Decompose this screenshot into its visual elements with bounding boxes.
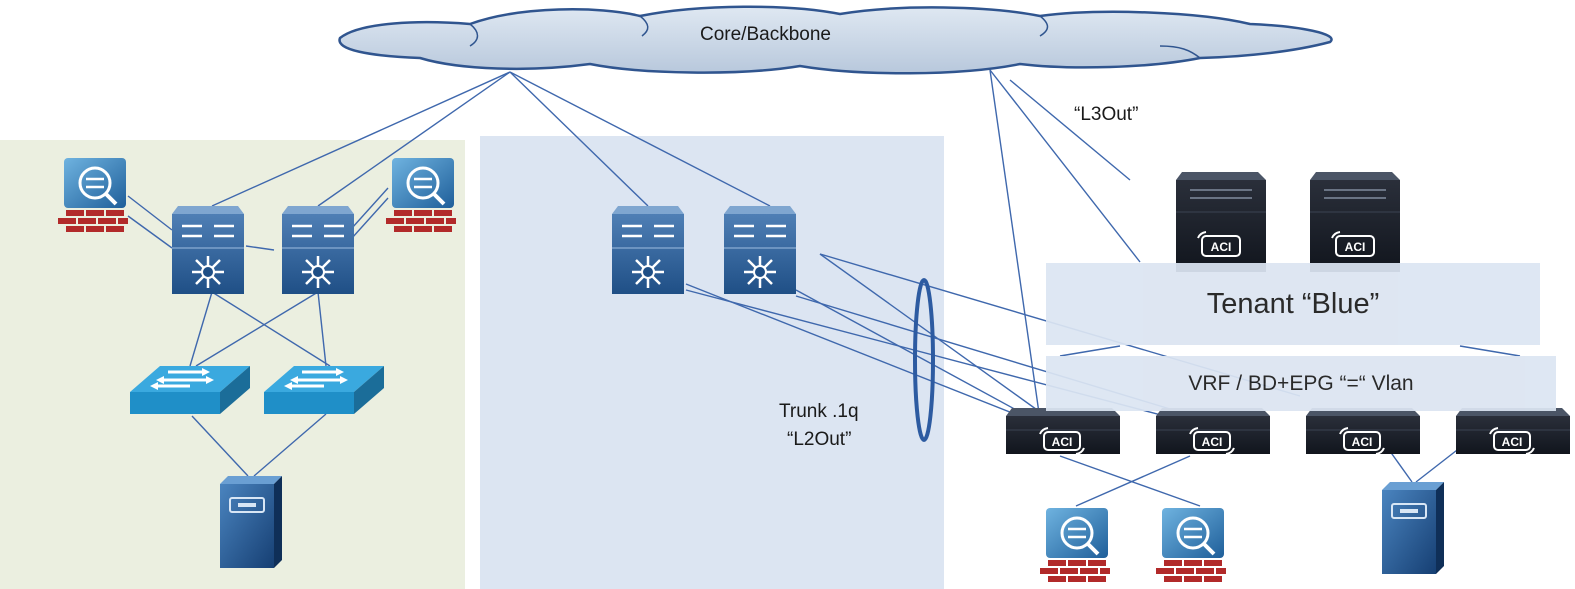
multilayer-switch-icon: [610, 204, 686, 296]
cloud-label: Core/Backbone: [700, 24, 831, 45]
aci-leaf-icon: [1455, 407, 1571, 455]
server-icon: [219, 475, 283, 569]
tenant-label: Tenant “Blue”: [1206, 287, 1380, 320]
tenant-box: Tenant “Blue”: [1046, 263, 1540, 345]
network-links: [127, 69, 1521, 507]
multilayer-switch-icon: [722, 204, 798, 296]
firewall-icon: [1154, 506, 1228, 584]
core-backbone-cloud: [338, 5, 1333, 75]
server-icon: [1381, 481, 1445, 575]
trunk-label: Trunk .1q: [779, 401, 859, 422]
aci-leaf-icon: [1155, 407, 1271, 455]
vrf-box: VRF / BD+EPG “=“ Vlan: [1046, 356, 1556, 411]
firewall-icon: [1038, 506, 1112, 584]
middle-zone: [480, 136, 944, 589]
aci-spine-icon: [1309, 171, 1401, 273]
l3out-label: “L3Out”: [1074, 104, 1139, 125]
l2out-label: “L2Out”: [787, 429, 852, 450]
trunk-bundle-ellipse: [913, 278, 935, 442]
aci-spine-icon: [1175, 171, 1267, 273]
aci-leaf-icon: [1005, 407, 1121, 455]
multilayer-switch-icon: [280, 204, 356, 296]
multilayer-switch-icon: [170, 204, 246, 296]
aci-leaf-icon: [1305, 407, 1421, 455]
vrf-label: VRF / BD+EPG “=“ Vlan: [1188, 371, 1414, 395]
